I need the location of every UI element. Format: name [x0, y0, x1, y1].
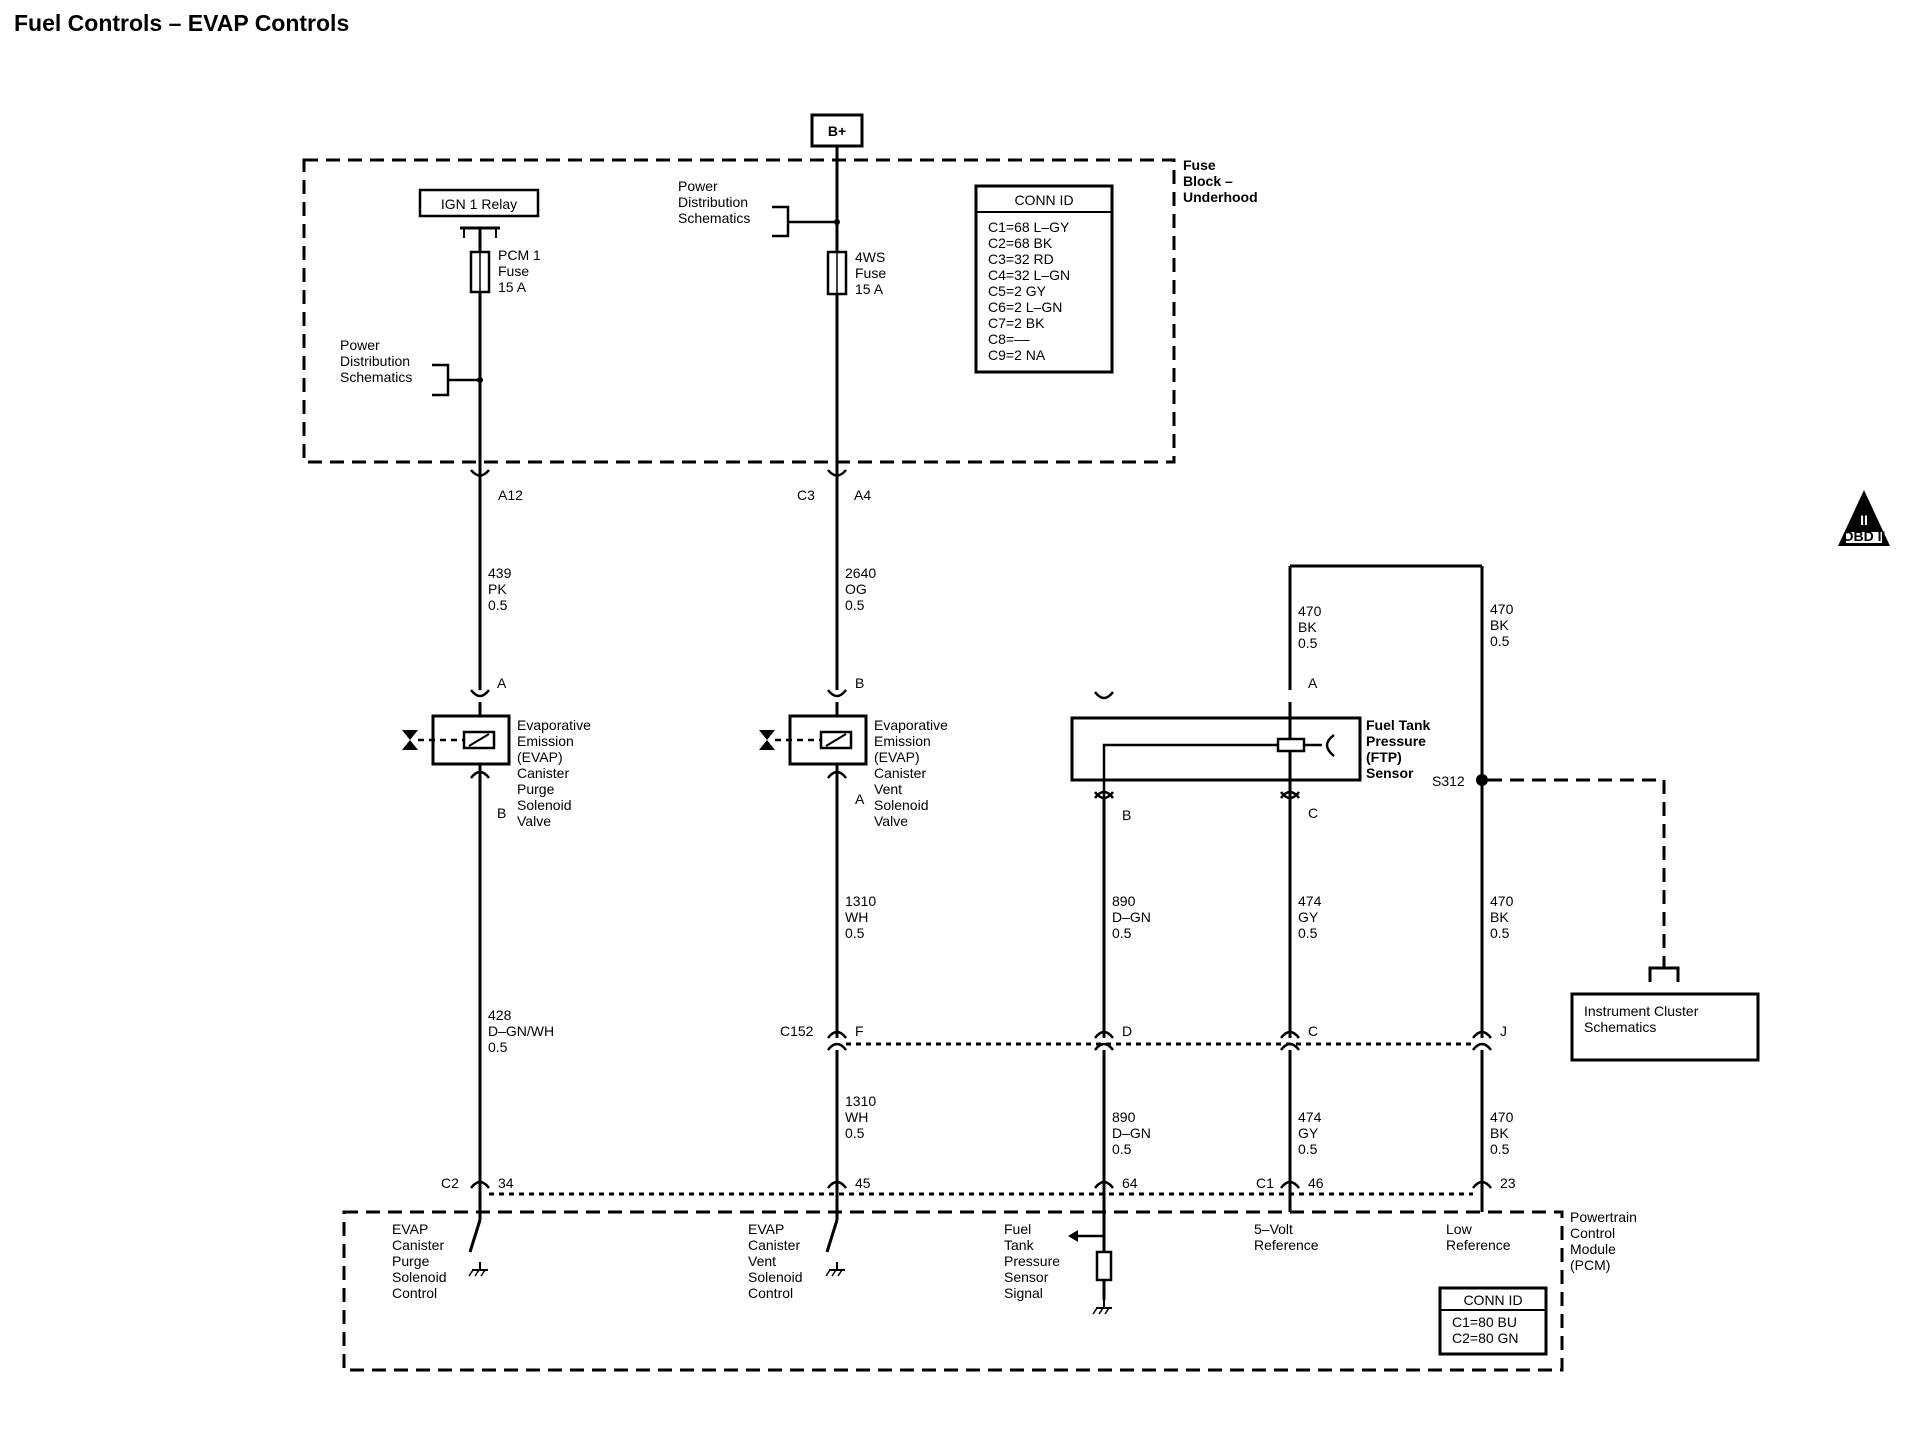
svg-text:Instrument Cluster Schem: Instrument Cluster Schematics: [1584, 1003, 1702, 1035]
wire-474-b: 474 GY 0.5: [1298, 1109, 1325, 1157]
wire-428: 428 D–GN/WH 0.5: [488, 1007, 558, 1055]
power-distribution-ref-left: Power Distribution Schematics: [340, 337, 483, 397]
svg-text:CONN ID: CONN ID: [1014, 192, 1073, 208]
wire-890-b: 890 D–GN 0.5: [1112, 1109, 1155, 1157]
svg-text:C152: C152: [780, 1023, 814, 1039]
svg-text:EVAP Canister Vent: EVAP Canister Vent Solenoid Control: [748, 1221, 806, 1301]
wire-470-c: 470 BK 0.5: [1490, 893, 1517, 941]
evap-vent-solenoid-valve: B A Evaporative Emission (EVAP) Canister…: [759, 675, 952, 829]
pcm-boundary: [342, 1210, 1564, 1372]
svg-text:Fuel Tank Pressure: Fuel Tank Pressure (FTP) Sensor: [1366, 717, 1434, 781]
svg-text:Power Distribution: Power Distribution Schematics: [340, 337, 414, 385]
pin-a4: A4: [854, 487, 871, 503]
svg-text:4WS Fuse 15 A: 4WS Fuse 15 A: [855, 249, 890, 297]
fuse-block-boundary: [302, 158, 1176, 464]
wire-2640: 2640 OG 0.5: [845, 565, 880, 613]
svg-text:A: A: [855, 791, 865, 807]
battery-positive: B+: [810, 113, 864, 160]
svg-text:B: B: [1122, 807, 1131, 823]
ign1-relay: IGN 1 Relay: [418, 188, 540, 252]
page-title: Fuel Controls – EVAP Controls: [14, 10, 350, 36]
pcm-connector-row: C2 34 45 64 C1 46 23: [441, 1175, 1516, 1196]
wire-runs: [478, 160, 1484, 1188]
splice-s312: S312: [1432, 773, 1666, 960]
pcm-5v-reference: 5–Volt Reference: [1254, 1188, 1319, 1253]
wire-470-d: 470 BK 0.5: [1490, 1109, 1517, 1157]
pcm-ftp-signal: Fuel Tank Pressure Sensor Signal: [1004, 1188, 1113, 1315]
4ws-fuse: 4WS Fuse 15 A: [826, 249, 890, 297]
svg-text:IGN 1 Relay: IGN 1 Relay: [441, 196, 517, 212]
svg-text:PCM 1 Fuse 15 A: PCM 1 Fuse 15 A: [498, 247, 545, 295]
svg-text:II: II: [1860, 512, 1868, 528]
svg-text:C2: C2: [441, 1175, 459, 1191]
wire-890-a: 890 D–GN 0.5: [1112, 893, 1155, 941]
pcm-low-reference: Low Reference: [1446, 1188, 1511, 1253]
pin-a12: A12: [498, 487, 523, 503]
svg-text:C: C: [1308, 805, 1318, 821]
svg-text:B: B: [497, 805, 506, 821]
svg-text:45: 45: [855, 1175, 871, 1191]
svg-text:5–Volt Reference: 5–Volt Reference: [1254, 1221, 1319, 1253]
svg-text:EVAP Canister Purg: EVAP Canister Purge Solenoid Control: [392, 1221, 450, 1301]
wire-470-b: 470 BK 0.5: [1490, 601, 1517, 649]
wire-1310-a: 1310 WH 0.5: [845, 893, 880, 941]
fuse-block-conn-id: CONN ID C1=68 L–GY C2=68 BK C3=32 RD C4=…: [974, 184, 1114, 374]
svg-text:B+: B+: [828, 123, 846, 139]
pcm1-fuse: PCM 1 Fuse 15 A: [469, 247, 545, 295]
instrument-cluster-ref: Instrument Cluster Schematics: [1570, 960, 1760, 1062]
evap-purge-solenoid-valve: A B Evaporative Emission (EVAP) Canister…: [402, 675, 595, 829]
svg-text:C1=68 L–GY C2=68 BK: C1=68 L–GY C2=68 BK C3=32 RD C4=32 L–GN …: [988, 219, 1074, 363]
svg-text:CONN ID: CONN ID: [1463, 1292, 1522, 1308]
svg-text:Evaporative Emission: Evaporative Emission (EVAP) Canister Pur…: [517, 717, 595, 829]
wire-439: 439 PK 0.5: [488, 565, 515, 613]
obd-ii-icon: II OBD II: [1838, 490, 1890, 546]
svg-text:23: 23: [1500, 1175, 1516, 1191]
svg-text:OBD II: OBD II: [1843, 528, 1886, 544]
pin-c3: C3: [797, 487, 815, 503]
pcm-conn-id: CONN ID C1=80 BU C2=80 GN: [1438, 1286, 1548, 1356]
svg-text:J: J: [1500, 1023, 1507, 1039]
svg-text:64: 64: [1122, 1175, 1138, 1191]
wire-474-a: 474 GY 0.5: [1298, 893, 1325, 941]
pcm-purge-driver: EVAP Canister Purge Solenoid Control: [392, 1188, 489, 1301]
svg-text:A: A: [1308, 675, 1318, 691]
connector-marks: [470, 469, 1492, 1189]
wire-470-a: 470 BK 0.5: [1298, 603, 1325, 651]
svg-text:C: C: [1308, 1023, 1318, 1039]
svg-text:S312: S312: [1432, 773, 1465, 789]
wire-1310-b: 1310 WH 0.5: [845, 1093, 880, 1141]
pcm-label: Powertrain Control Module (PCM): [1570, 1209, 1641, 1273]
svg-text:C1=80 BU C2=80 GN: C1=80 BU C2=80 GN: [1452, 1314, 1521, 1346]
svg-text:34: 34: [498, 1175, 514, 1191]
svg-text:Low Reference: Low Reference: [1446, 1221, 1511, 1253]
svg-text:A: A: [497, 675, 507, 691]
svg-text:46: 46: [1308, 1175, 1324, 1191]
power-distribution-ref-right: Power Distribution Schematics: [678, 178, 840, 238]
ftp-sensor: A B C Fuel Tank Pressure (FTP) Sensor: [1070, 675, 1434, 823]
c152-connector: C152 F D C J: [780, 1023, 1507, 1046]
fuse-block-label: Fuse Block – Underhood: [1183, 157, 1258, 205]
pcm-vent-driver: EVAP Canister Vent Solenoid Control: [748, 1188, 846, 1301]
svg-text:D: D: [1122, 1023, 1132, 1039]
svg-text:Evaporative Emission: Evaporative Emission (EVAP) Canister Ven…: [874, 717, 952, 829]
svg-text:B: B: [855, 675, 864, 691]
svg-text:F: F: [855, 1023, 864, 1039]
svg-text:Power Distribution: Power Distribution Schematics: [678, 178, 752, 226]
svg-text:C1: C1: [1256, 1175, 1274, 1191]
svg-text:Fuel Tank Pressure: Fuel Tank Pressure Sensor Signal: [1004, 1221, 1064, 1301]
